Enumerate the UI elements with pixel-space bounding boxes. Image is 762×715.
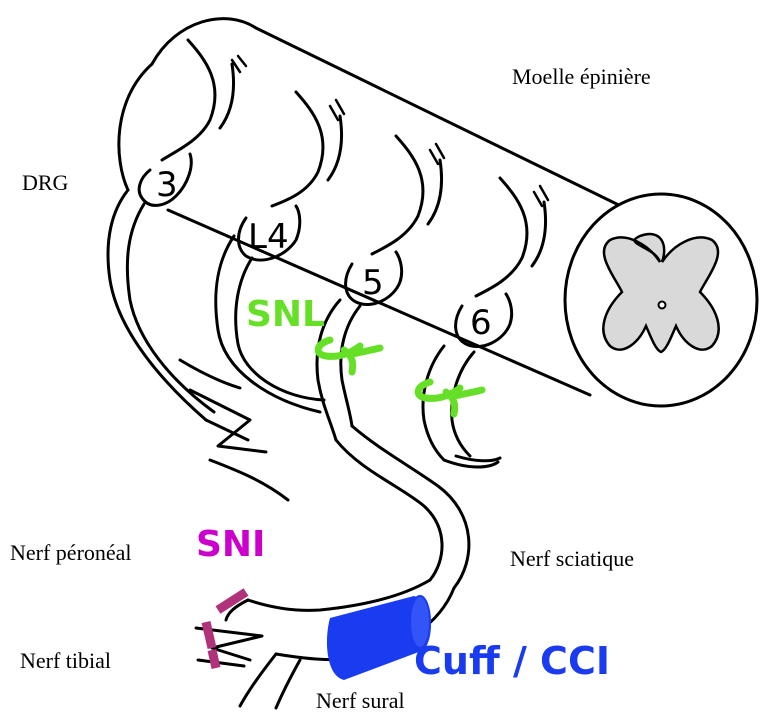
ganglion-label-l4: L4	[248, 217, 289, 257]
tag-snl: SNL	[246, 294, 325, 335]
ganglion-label-5: 5	[362, 263, 384, 303]
central-canal	[659, 302, 666, 309]
ganglion-label-3: 3	[156, 165, 178, 205]
sni-mark-peroneal	[218, 592, 246, 610]
label-sciatic-nerve: Nerf sciatique	[510, 546, 634, 571]
spinal-cord	[119, 19, 757, 406]
label-spinal-cord: Moelle épinière	[512, 64, 651, 89]
label-peroneal-nerve: Nerf péronéal	[10, 540, 132, 565]
label-tibial-nerve: Nerf tibial	[20, 648, 111, 673]
label-drg: DRG	[22, 170, 69, 195]
snl-ligature-l6	[418, 382, 482, 414]
sni-mark-tibial	[212, 650, 216, 668]
label-sural-nerve: Nerf sural	[316, 688, 405, 713]
grey-matter	[603, 234, 718, 352]
tag-sni: SNI	[196, 524, 265, 565]
ganglion-label-6: 6	[470, 303, 492, 343]
snl-ligature-l5	[318, 340, 380, 372]
tag-cuff-cci: Cuff / CCI	[414, 639, 610, 683]
roots	[108, 40, 548, 460]
sni-mark-tibial-top	[206, 622, 212, 648]
